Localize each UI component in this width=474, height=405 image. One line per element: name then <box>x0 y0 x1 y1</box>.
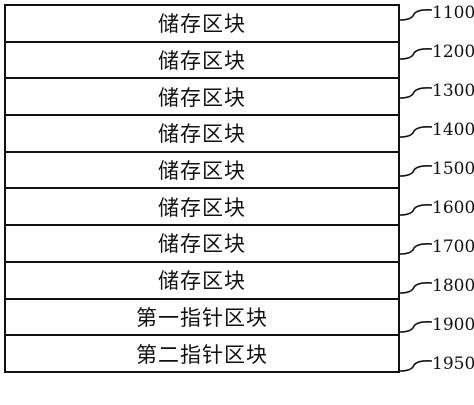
block-label: 第一指针区块 <box>136 305 268 330</box>
reference-numeral: 1800 <box>432 276 474 296</box>
first-pointer-block: 第一指针区块 <box>4 297 400 337</box>
leader-line <box>399 282 433 294</box>
reference-numeral: 1900 <box>432 315 474 335</box>
reference-numeral: 1500 <box>432 159 474 179</box>
reference-numeral: 1200 <box>432 42 474 62</box>
reference-numeral: 1950 <box>432 354 474 374</box>
block-label: 储存区块 <box>158 85 246 110</box>
reference-numeral: 1100 <box>432 3 474 23</box>
block-label: 储存区块 <box>158 269 246 294</box>
storage-block: 储存区块 <box>4 224 400 263</box>
leader-line <box>399 126 433 138</box>
storage-block: 储存区块 <box>4 187 400 227</box>
leader-line <box>399 9 433 21</box>
block-label: 储存区块 <box>158 12 246 37</box>
leader-line <box>399 87 433 99</box>
reference-numeral: 1300 <box>432 81 474 101</box>
reference-numeral: 1600 <box>432 198 474 218</box>
leader-line <box>399 360 433 372</box>
block-stack: 储存区块 储存区块 储存区块 储存区块 储存区块 储存区块 储存区块 储存区块 … <box>4 4 400 373</box>
storage-block: 储存区块 <box>4 150 400 190</box>
leader-line <box>399 165 433 177</box>
leader-line <box>399 204 433 216</box>
storage-block: 储存区块 <box>4 4 400 43</box>
block-label: 第二指针区块 <box>136 342 268 367</box>
storage-block: 储存区块 <box>4 260 400 300</box>
storage-block: 储存区块 <box>4 114 400 153</box>
reference-numeral: 1700 <box>432 237 474 257</box>
second-pointer-block: 第二指针区块 <box>4 334 400 373</box>
storage-block: 储存区块 <box>4 77 400 117</box>
leader-line <box>399 243 433 255</box>
reference-numeral: 1400 <box>432 120 474 140</box>
leader-line <box>399 321 433 333</box>
block-label: 储存区块 <box>158 49 246 74</box>
storage-block: 储存区块 <box>4 40 400 80</box>
block-label: 储存区块 <box>158 122 246 147</box>
leader-line <box>399 48 433 60</box>
block-label: 储存区块 <box>158 195 246 220</box>
block-label: 储存区块 <box>158 232 246 257</box>
block-label: 储存区块 <box>158 159 246 184</box>
